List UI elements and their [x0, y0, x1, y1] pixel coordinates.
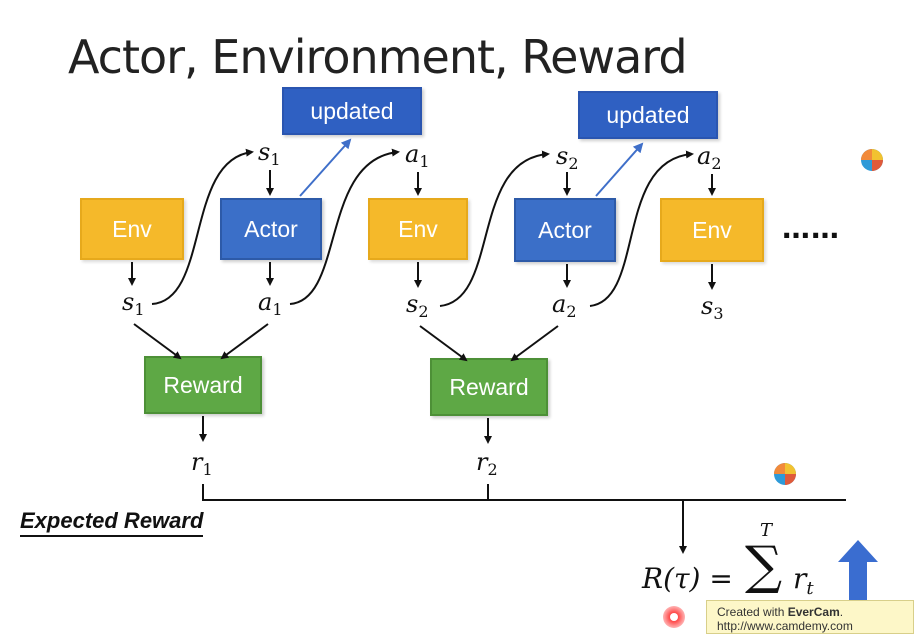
continuation-ellipsis: …… [782, 212, 840, 245]
arrow-a1-reward1 [220, 323, 269, 360]
action-a2-bottom: a2 [552, 290, 577, 321]
arrow-s1-reward1 [133, 323, 182, 360]
arrow-actor2-updated [595, 142, 644, 197]
action-a1-top: a1 [405, 140, 430, 171]
reward-r1: r1 [191, 448, 213, 479]
reward-label: Reward [449, 373, 529, 400]
env-box-1: Env [80, 198, 184, 260]
env-label: Env [692, 216, 732, 243]
curve-s1 [151, 148, 254, 305]
sum-term: rt [793, 562, 814, 599]
actor-box-2: Actor [514, 198, 616, 262]
env-label: Env [112, 215, 152, 242]
cursor-blob-icon [773, 462, 797, 486]
record-indicator-icon [663, 606, 685, 628]
env-box-2: Env [368, 198, 468, 260]
actor-label: Actor [538, 216, 592, 243]
reward-r2: r2 [476, 448, 498, 479]
env-label: Env [398, 215, 438, 242]
state-s3-bottom: s3 [701, 292, 724, 323]
expected-reward-label: Expected Reward [20, 508, 204, 537]
up-arrow-icon [838, 540, 878, 600]
updated-label: updated [606, 101, 690, 128]
curve-a1 [289, 148, 400, 305]
updated-box-2: updated [578, 91, 718, 139]
env-box-3: Env [660, 198, 764, 262]
state-s2-top: s2 [556, 142, 579, 173]
cursor-blob-icon [860, 148, 884, 172]
arrow-actor1-updated [299, 138, 352, 197]
action-a2-top: a2 [697, 142, 722, 173]
state-s1-bottom: s1 [122, 288, 145, 319]
curve-s2 [439, 150, 550, 307]
reward-label: Reward [163, 371, 243, 398]
reward-box-1: Reward [144, 356, 262, 414]
evercam-watermark: Created with EverCam. http://www.camdemy… [706, 600, 914, 634]
sum-symbol: ∑ [745, 536, 783, 596]
updated-label: updated [310, 97, 394, 124]
actor-box-1: Actor [220, 198, 322, 260]
formula-lhs: R(τ) = [642, 562, 733, 595]
reward-box-2: Reward [430, 358, 548, 416]
sum-upper-limit: T [760, 520, 773, 541]
arrow-s2-reward2 [419, 325, 468, 362]
arrow-a2-reward2 [510, 325, 559, 362]
actor-label: Actor [244, 215, 298, 242]
updated-box-1: updated [282, 87, 422, 135]
action-a1-bottom: a1 [258, 288, 283, 319]
curve-a2 [589, 150, 694, 307]
state-s2-bottom: s2 [406, 290, 429, 321]
state-s1-top: s1 [258, 138, 281, 169]
slide-title: Actor, Environment, Reward [68, 30, 688, 84]
